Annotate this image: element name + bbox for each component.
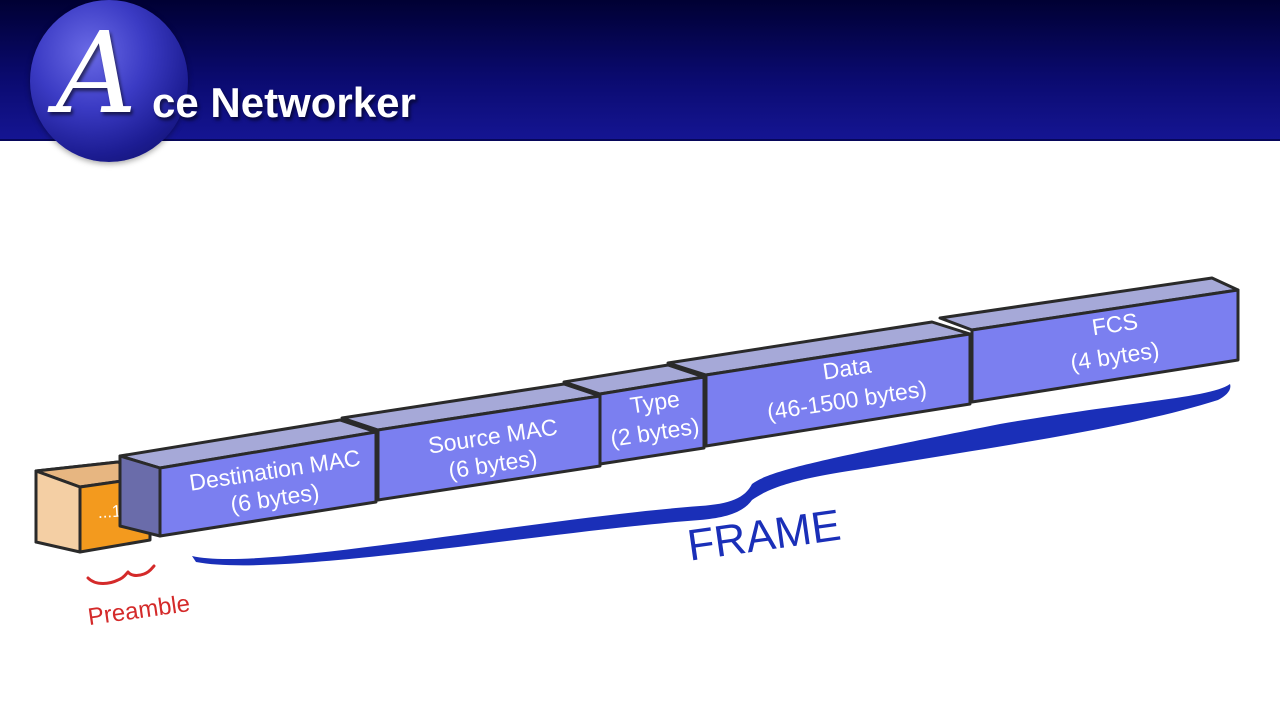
- data-front-face: [704, 332, 972, 448]
- fcs-front-face: [970, 288, 1240, 404]
- segment-source-mac: Source MAC (6 bytes): [340, 382, 602, 502]
- source-mac-front-face: [376, 394, 602, 502]
- segment-fcs: FCS (4 bytes): [938, 276, 1240, 404]
- preamble-brace: [86, 564, 156, 585]
- header-divider: [0, 139, 1280, 141]
- type-front-face: [598, 375, 706, 466]
- logo-wordmark: ce Networker: [152, 79, 416, 126]
- logo-letter: A: [56, 9, 137, 139]
- header-banner: [0, 0, 1280, 140]
- preamble-left-face: [34, 469, 82, 554]
- logo-orb: [30, 0, 188, 162]
- segment-type: Type (2 bytes): [562, 363, 706, 466]
- segment-data: Data (46-1500 bytes): [666, 320, 972, 448]
- preamble-caption: Preamble: [86, 590, 191, 631]
- segment-destination-mac: Destination MAC (6 bytes): [118, 418, 378, 538]
- destination-mac-side-face: [118, 454, 162, 538]
- destination-mac-front-face: [158, 430, 378, 538]
